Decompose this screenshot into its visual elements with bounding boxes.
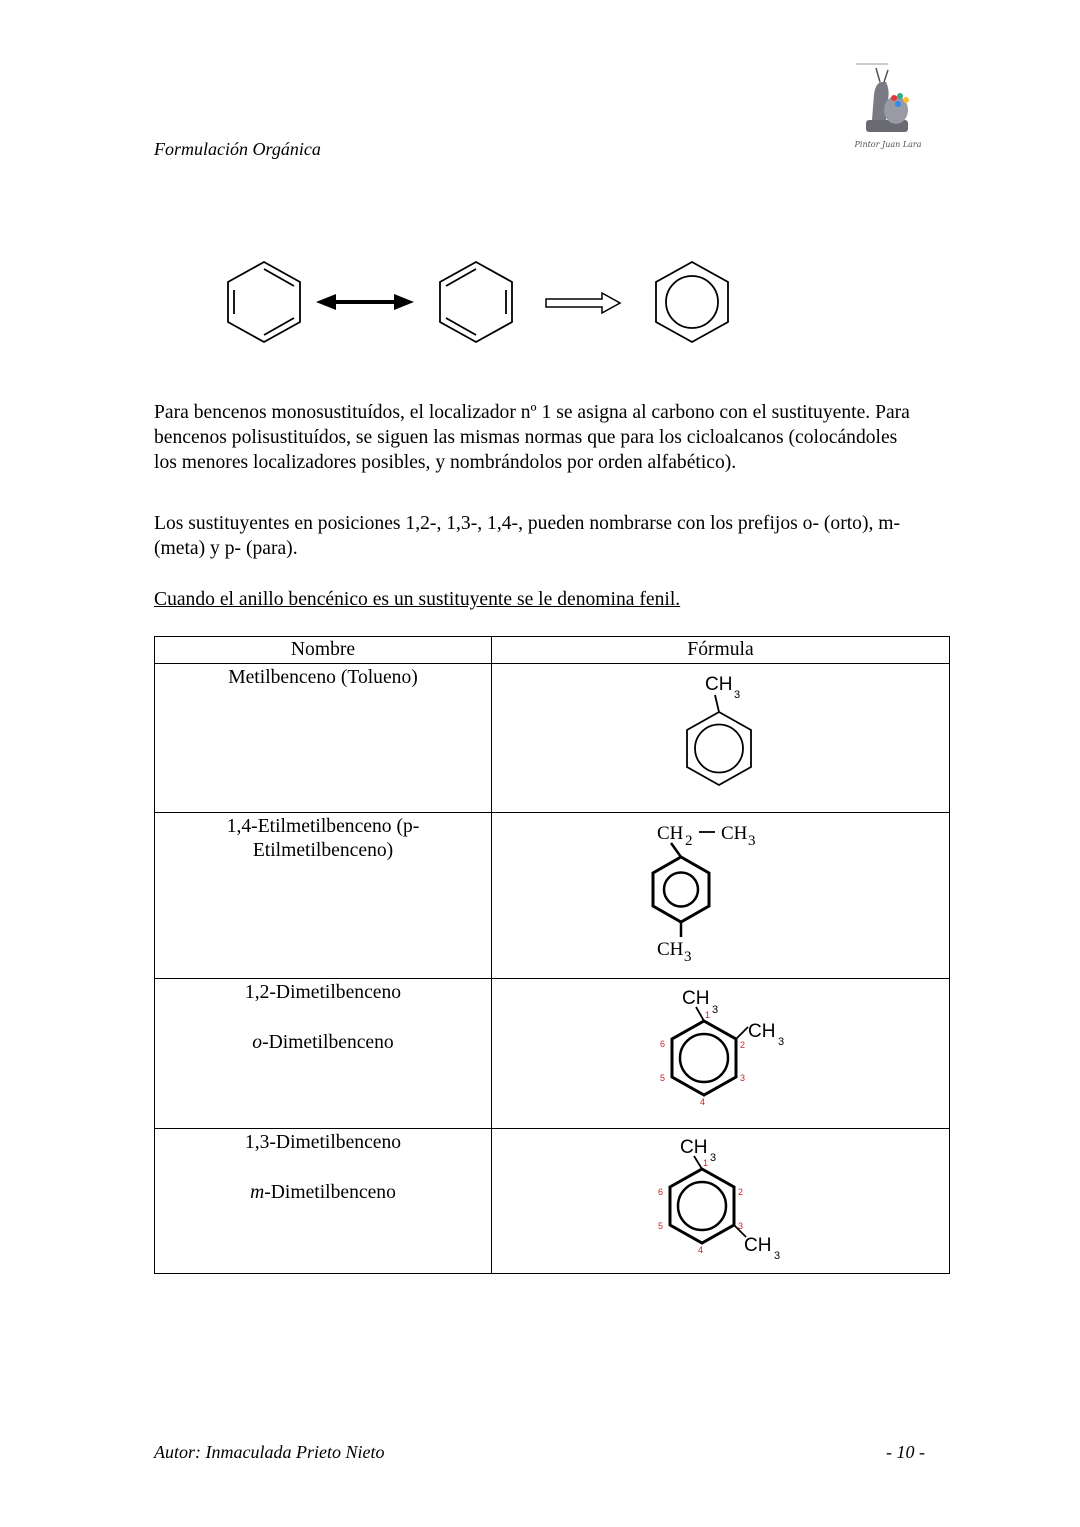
table-row: 1,2-Dimetilbenceno o-Dimetilbenceno CH 3…	[154, 978, 950, 1129]
svg-text:5: 5	[658, 1221, 663, 1231]
compound-alt-name: m-Dimetilbenceno	[250, 1182, 396, 1203]
table-row: Metilbenceno (Tolueno) CH 3	[154, 663, 950, 813]
column-header-name: Nombre	[154, 636, 492, 664]
resonance-arrow-icon	[316, 294, 414, 310]
structure-cell: CH 3 CH 3 1 2 3 4 5 6	[491, 1128, 950, 1274]
compound-name-line-2: Etilmetilbenceno)	[252, 840, 394, 861]
m-dimethylbenzene-structure: CH 3 CH 3 1 2 3 4 5 6	[658, 1137, 780, 1262]
school-logo	[856, 63, 909, 132]
compound-name-cell: 1,2-Dimetilbenceno o-Dimetilbenceno	[154, 978, 492, 1129]
svg-text:3: 3	[774, 1250, 780, 1262]
compound-name: Metilbenceno (Tolueno)	[228, 667, 418, 688]
footer-author: Autor: Inmaculada Prieto Nieto	[154, 1442, 385, 1462]
structure-cell: CH 2 CH 3 CH 3	[491, 812, 950, 979]
o-dimethylbenzene-structure: CH 3 CH 3 1 2 3 4 5 6	[660, 988, 784, 1107]
benzene-resonance-diagram	[227, 260, 729, 344]
svg-text:4: 4	[698, 1245, 703, 1255]
page-number: - 10 -	[886, 1442, 925, 1462]
svg-text:CH: CH	[744, 1235, 771, 1256]
kekule-structure-1	[227, 260, 301, 344]
svg-text:2: 2	[738, 1187, 743, 1197]
structure-cell: CH 3	[491, 663, 950, 813]
svg-text:3: 3	[734, 689, 740, 701]
compound-name-cell: Metilbenceno (Tolueno)	[154, 663, 492, 813]
svg-text:CH: CH	[680, 1137, 707, 1158]
hollow-arrow-icon	[545, 291, 622, 315]
compound-name: 1,2-Dimetilbenceno	[244, 982, 402, 1003]
p-ethylmethylbenzene-structure: CH 2 CH 3 CH 3	[651, 823, 756, 965]
svg-text:3: 3	[738, 1221, 743, 1231]
svg-text:3: 3	[712, 1004, 718, 1016]
svg-text:4: 4	[700, 1097, 705, 1107]
svg-text:3: 3	[778, 1036, 784, 1048]
svg-text:6: 6	[660, 1039, 665, 1049]
benzene-circle-structure	[655, 260, 729, 344]
svg-text:CH: CH	[705, 674, 732, 695]
paragraph-locator-rules: Para bencenos monosustituídos, el locali…	[154, 402, 910, 473]
table-header-row: Nombre Fórmula	[154, 636, 950, 664]
paragraph-prefixes: Los sustituyentes en posiciones 1,2-, 1,…	[154, 513, 901, 559]
svg-text:3: 3	[740, 1073, 745, 1083]
table-row: 1,4-Etilmetilbenceno (p- Etilmetilbencen…	[154, 812, 950, 979]
compound-name: 1,3-Dimetilbenceno	[244, 1132, 402, 1153]
svg-text:1: 1	[705, 1010, 710, 1020]
page-header-title: Formulación Orgánica	[154, 139, 321, 159]
svg-text:CH: CH	[657, 823, 684, 844]
structure-cell: CH 3 CH 3 1 2 3 4 5 6	[491, 978, 950, 1129]
svg-text:CH: CH	[721, 823, 748, 844]
svg-text:CH: CH	[682, 988, 709, 1009]
svg-text:6: 6	[658, 1187, 663, 1197]
column-header-formula: Fórmula	[491, 636, 950, 664]
svg-text:CH: CH	[748, 1021, 775, 1042]
svg-text:5: 5	[660, 1073, 665, 1083]
svg-text:CH: CH	[657, 939, 684, 960]
svg-text:2: 2	[740, 1040, 745, 1050]
compound-name-line-1: 1,4-Etilmetilbenceno (p-	[226, 816, 420, 837]
compound-alt-name: o-Dimetilbenceno	[252, 1032, 394, 1053]
compound-name-cell: 1,4-Etilmetilbenceno (p- Etilmetilbencen…	[154, 812, 492, 979]
svg-text:3: 3	[748, 833, 756, 849]
svg-text:1: 1	[703, 1158, 708, 1168]
paragraph-phenyl: Cuando el anillo bencénico es un sustitu…	[154, 589, 681, 610]
svg-text:2: 2	[685, 833, 693, 849]
compound-name-cell: 1,3-Dimetilbenceno m-Dimetilbenceno	[154, 1128, 492, 1274]
svg-text:3: 3	[684, 949, 692, 965]
formula-table: Nombre Fórmula Metilbenceno (Tolueno) CH…	[154, 636, 950, 1274]
kekule-structure-2	[439, 260, 513, 344]
logo-caption: Pintor Juan Lara	[854, 140, 922, 149]
table-row: 1,3-Dimetilbenceno m-Dimetilbenceno CH 3…	[154, 1128, 950, 1274]
svg-text:3: 3	[710, 1152, 716, 1164]
toluene-structure: CH 3	[685, 674, 752, 787]
